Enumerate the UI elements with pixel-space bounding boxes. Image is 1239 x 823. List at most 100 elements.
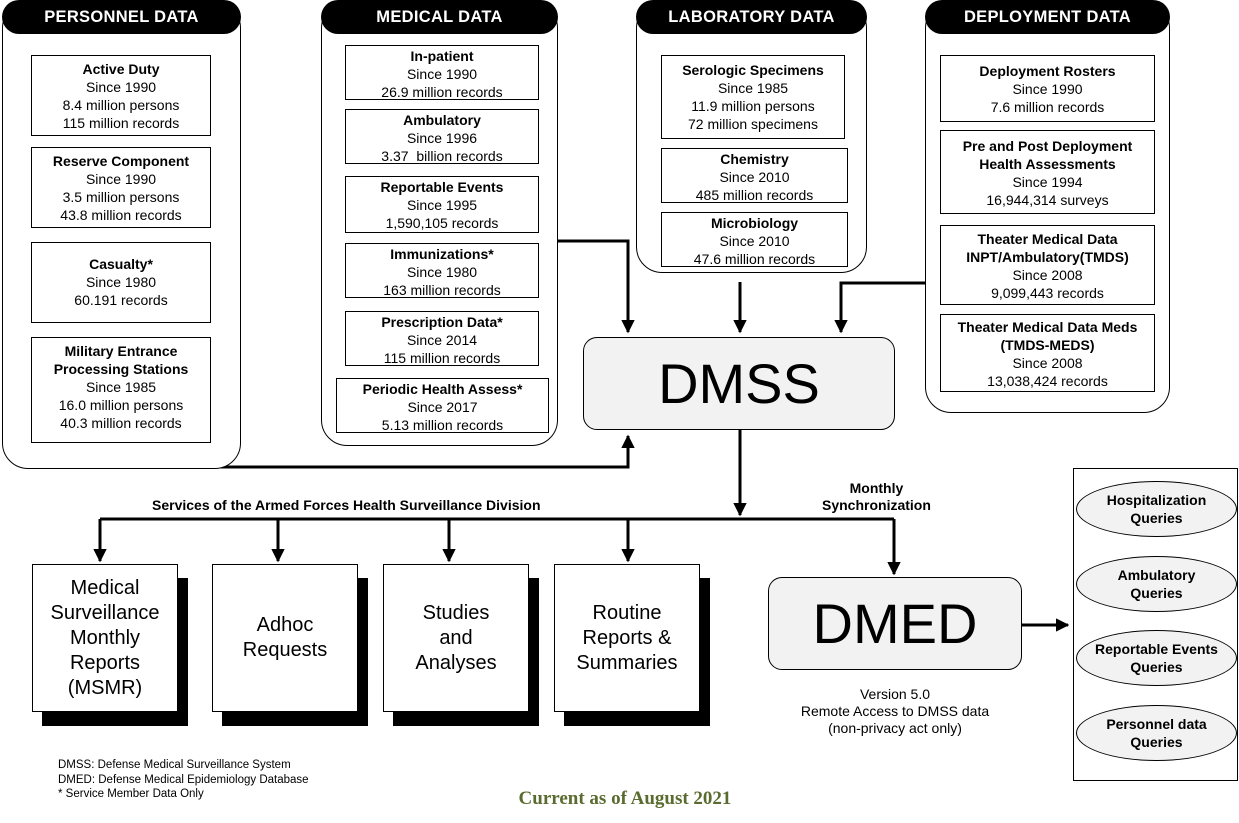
box-line: 26.9 million records: [381, 84, 503, 100]
dmed-caption-line: (non-privacy act only): [828, 720, 962, 736]
sync-line-2: Synchronization: [822, 497, 931, 513]
dmed-caption-line: Remote Access to DMSS data: [800, 703, 990, 719]
reportable-events-box: Reportable Events Since 1995 1,590,105 r…: [345, 176, 539, 233]
box-line: 16,944,314 surveys: [986, 192, 1109, 208]
box-line: Since 1990: [406, 66, 478, 82]
medical-data-title: MEDICAL DATA: [321, 0, 558, 34]
personnel-data-title: PERSONNEL DATA: [2, 0, 241, 34]
personnel-data-queries: Personnel data Queries: [1076, 705, 1237, 761]
note-line: * Service Member Data Only: [58, 788, 204, 800]
deployment-data-title: DEPLOYMENT DATA: [925, 0, 1170, 34]
box-line: 115 million records: [383, 350, 501, 366]
reserve-component-box: Reserve Component Since 1990 3.5 million…: [31, 147, 211, 228]
box-line: Since 1985: [85, 379, 157, 395]
pre-post-deployment-box: Pre and Post Deployment Health Assessmen…: [940, 130, 1155, 214]
box-line: 47.6 million records: [693, 251, 816, 267]
box-line: 60.191 records: [74, 292, 168, 308]
routine-reports-box: Routine Reports & Summaries: [554, 564, 700, 712]
ambulatory-queries: Ambulatory Queries: [1076, 556, 1237, 612]
queries-panel: [1073, 468, 1238, 781]
box-line: Since 2008: [1012, 267, 1083, 283]
box-line: 163 million records: [383, 282, 501, 298]
box-line: Since 1985: [717, 80, 789, 96]
microbiology-box: Microbiology Since 2010 47.6 million rec…: [661, 212, 848, 267]
note-line: DMED: Defense Medical Epidemiology Datab…: [58, 773, 309, 786]
dmed-box: DMED: [768, 577, 1022, 670]
msmr-output-box: Medical Surveillance Monthly Reports (MS…: [32, 564, 178, 712]
box-title: Military Entrance Processing Stations: [53, 343, 189, 377]
note-line: DMSS: Defense Medical Surveillance Syste…: [58, 759, 291, 771]
box-line: Since 2008: [1012, 355, 1083, 371]
box-title: Serologic Specimens: [682, 62, 824, 78]
box-title: Ambulatory: [403, 112, 481, 128]
box-title: Periodic Health Assess*: [362, 381, 523, 397]
box-title: Microbiology: [710, 215, 799, 231]
box-line: Since 1995: [406, 197, 478, 213]
box-line: 3.5 million persons: [62, 189, 180, 205]
dmed-caption: Version 5.0 Remote Access to DMSS data (…: [768, 686, 1022, 737]
box-line: 5.13 million records: [381, 417, 504, 433]
box-title: Reserve Component: [52, 153, 190, 169]
box-line: 11.9 million persons: [691, 98, 815, 114]
casualty-box: Casualty* Since 1980 60.191 records: [31, 242, 211, 323]
box-title: In-patient: [410, 48, 474, 64]
medical-to-dmss-connector: [557, 239, 635, 334]
box-line: Since 2017: [407, 399, 478, 415]
deployment-to-dmss-connector: [834, 281, 927, 334]
chemistry-box: Chemistry Since 2010 485 million records: [661, 148, 848, 203]
box-title: Deployment Rosters: [979, 63, 1116, 79]
deployment-rosters-box: Deployment Rosters Since 1990 7.6 millio…: [940, 55, 1155, 122]
box-line: 8.4 million persons: [62, 97, 180, 113]
prescription-data-box: Prescription Data* Since 2014 115 millio…: [345, 311, 539, 366]
box-title: Theater Medical Data INPT/Ambulatory(TMD…: [966, 231, 1129, 265]
box-line: Since 2010: [719, 169, 790, 185]
box-line: 7.6 million records: [990, 99, 1105, 115]
box-title: Active Duty: [82, 61, 160, 77]
studies-analyses-box: Studies and Analyses: [383, 564, 529, 712]
box-line: 115 million records: [62, 115, 180, 131]
box-line: Since 1980: [406, 264, 478, 280]
box-title: Pre and Post Deployment Health Assessmen…: [962, 138, 1133, 172]
box-title: Reportable Events: [380, 179, 504, 195]
box-line: Since 2010: [719, 233, 790, 249]
box-line: 72 million specimens: [688, 116, 818, 132]
periodic-health-assess-box: Periodic Health Assess* Since 2017 5.13 …: [336, 378, 549, 433]
ambulatory-box: Ambulatory Since 1996 3.37 billion recor…: [345, 109, 539, 164]
box-line: 485 million records: [695, 187, 814, 203]
box-line: 9,099,443 records: [991, 285, 1104, 301]
immunizations-box: Immunizations* Since 1980 163 million re…: [345, 243, 539, 298]
monthly-sync-label: Monthly Synchronization: [822, 480, 931, 514]
box-title: Casualty*: [89, 256, 153, 272]
laboratory-data-title: LABORATORY DATA: [636, 0, 867, 34]
box-line: Since 1990: [1012, 81, 1083, 97]
box-title: Theater Medical Data Meds (TMDS-MEDS): [957, 319, 1138, 353]
box-title: Immunizations*: [390, 246, 494, 262]
active-duty-box: Active Duty Since 1990 8.4 million perso…: [31, 55, 211, 136]
box-line: 13,038,424 records: [987, 373, 1108, 389]
inpatient-box: In-patient Since 1990 26.9 million recor…: [345, 45, 539, 100]
serologic-specimens-box: Serologic Specimens Since 1985 11.9 mill…: [661, 55, 845, 139]
box-line: 3.37 billion records: [381, 148, 503, 164]
box-line: Since 1990: [85, 171, 157, 187]
abbreviation-notes: DMSS: Defense Medical Surveillance Syste…: [58, 758, 309, 802]
tmds-meds-box: Theater Medical Data Meds (TMDS-MEDS) Si…: [940, 314, 1155, 392]
reportable-events-queries: Reportable Events Queries: [1076, 630, 1237, 686]
sync-line-1: Monthly: [849, 480, 904, 496]
dmed-caption-line: Version 5.0: [859, 686, 931, 702]
footer-date: Current as of August 2021: [518, 788, 732, 809]
box-line: Since 1990: [85, 79, 157, 95]
box-line: 43.8 million records: [60, 207, 182, 223]
box-line: 16.0 million persons: [58, 397, 184, 413]
box-line: Since 1980: [85, 274, 157, 290]
box-line: Since 1994: [1012, 174, 1083, 190]
hospitalization-queries: Hospitalization Queries: [1076, 481, 1237, 537]
adhoc-requests-box: Adhoc Requests: [212, 564, 358, 712]
services-label: Services of the Armed Forces Health Surv…: [152, 497, 541, 513]
box-line: Since 2014: [406, 332, 478, 348]
tmds-box: Theater Medical Data INPT/Ambulatory(TMD…: [940, 225, 1155, 305]
dmss-box: DMSS: [583, 337, 895, 430]
box-line: 1,590,105 records: [385, 215, 499, 231]
box-line: Since 1996: [406, 130, 478, 146]
meps-box: Military Entrance Processing Stations Si…: [31, 337, 211, 443]
